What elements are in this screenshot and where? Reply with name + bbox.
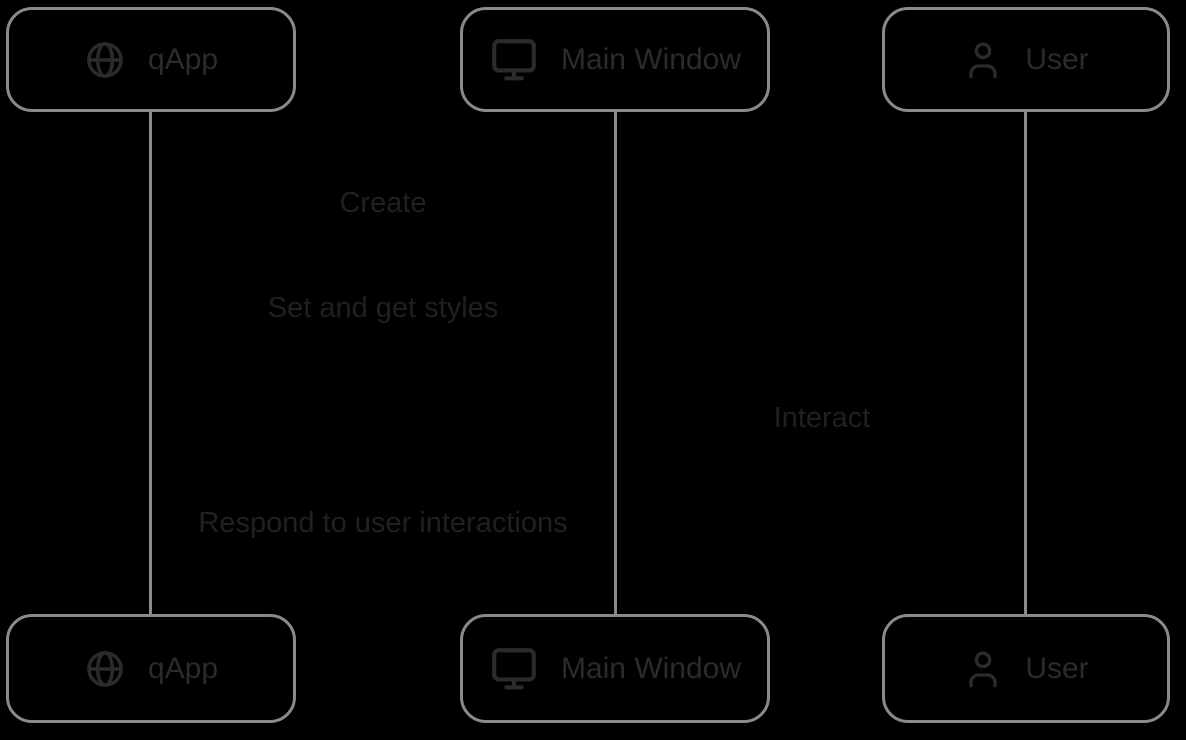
lifeline-main-window xyxy=(614,112,617,615)
actor-main-window-bottom: Main Window xyxy=(460,614,770,723)
actor-user-top: User xyxy=(882,7,1170,112)
message-create: Create xyxy=(339,187,427,219)
message-respond-interactions: Respond to user interactions xyxy=(198,507,568,539)
person-icon xyxy=(963,646,1003,692)
globe-icon xyxy=(84,39,126,81)
lifeline-user xyxy=(1024,112,1027,615)
monitor-icon xyxy=(489,37,539,83)
monitor-icon xyxy=(489,646,539,692)
actor-qapp-bottom: qApp xyxy=(6,614,296,723)
person-icon xyxy=(963,37,1003,83)
actor-label: User xyxy=(1025,42,1089,76)
message-interact: Interact xyxy=(773,402,871,434)
actor-main-window-top: Main Window xyxy=(460,7,770,112)
actor-qapp-top: qApp xyxy=(6,7,296,112)
actor-label: User xyxy=(1025,651,1089,685)
globe-icon xyxy=(84,648,126,690)
message-set-and-get-styles: Set and get styles xyxy=(267,292,499,324)
actor-label: qApp xyxy=(147,651,219,685)
actor-user-bottom: User xyxy=(882,614,1170,723)
actor-label: Main Window xyxy=(560,651,742,685)
lifeline-qapp xyxy=(149,112,152,615)
actor-label: qApp xyxy=(147,42,219,76)
actor-label: Main Window xyxy=(560,42,742,76)
